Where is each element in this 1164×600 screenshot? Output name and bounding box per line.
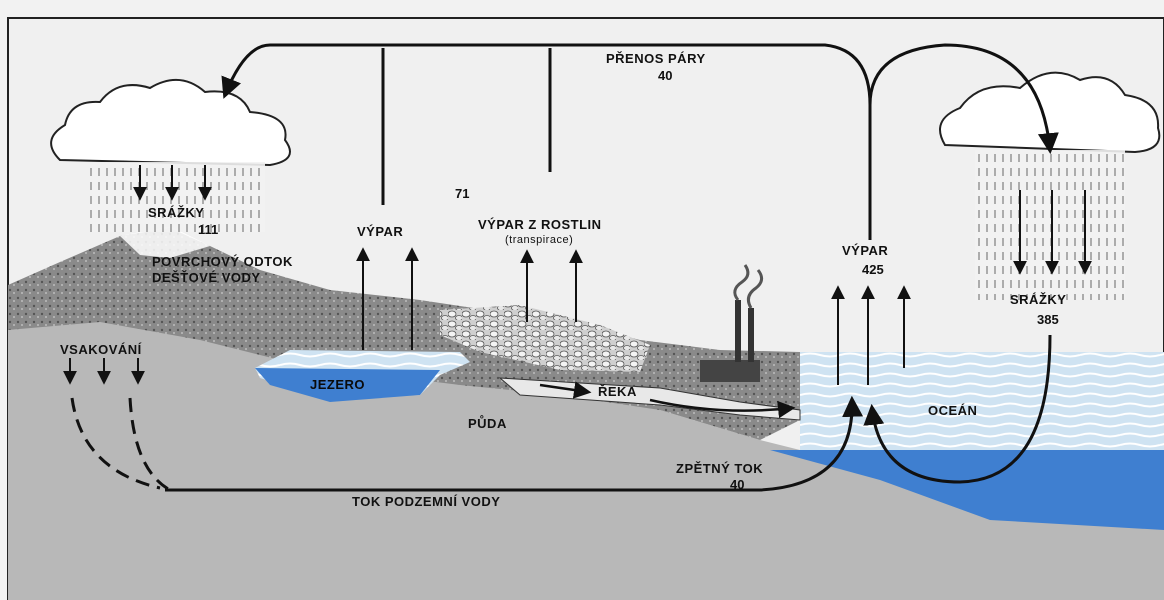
precip-land-value: 111: [198, 222, 218, 237]
soil-label: PŮDA: [468, 417, 507, 431]
vapor-transport-value: 40: [658, 68, 672, 83]
precip-land-label: SRÁŽKY: [148, 206, 204, 220]
evap-plants-value: 71: [455, 186, 469, 201]
evap-plants-label: VÝPAR Z ROSTLIN: [478, 218, 602, 232]
precip-ocean-label: SRÁŽKY: [1010, 293, 1066, 307]
runoff-label-2: DEŠŤOVÉ VODY: [152, 271, 261, 285]
groundwater-flow-label: TOK PODZEMNÍ VODY: [352, 495, 500, 509]
right-rain: [975, 150, 1125, 300]
evap-ocean-label: VÝPAR: [842, 244, 888, 258]
evap-ocean-value: 425: [862, 262, 884, 277]
lake-label: JEZERO: [310, 378, 365, 392]
left-rain: [90, 162, 265, 232]
runoff-label-1: POVRCHOVÝ ODTOK: [152, 255, 293, 269]
vapor-transport-label: PŘENOS PÁRY: [606, 52, 706, 66]
return-flow-value: 40: [730, 477, 744, 492]
ocean-label: OCEÁN: [928, 404, 977, 418]
evap-lake-label: VÝPAR: [357, 225, 403, 239]
river-label: ŘEKA: [598, 385, 637, 399]
return-flow-label: ZPĚTNÝ TOK: [676, 462, 763, 476]
transpiration-label: (transpirace): [505, 233, 573, 247]
ocean-surface: [800, 352, 1164, 450]
precip-ocean-value: 385: [1037, 312, 1059, 327]
infiltration-label: VSAKOVÁNÍ: [60, 343, 142, 357]
